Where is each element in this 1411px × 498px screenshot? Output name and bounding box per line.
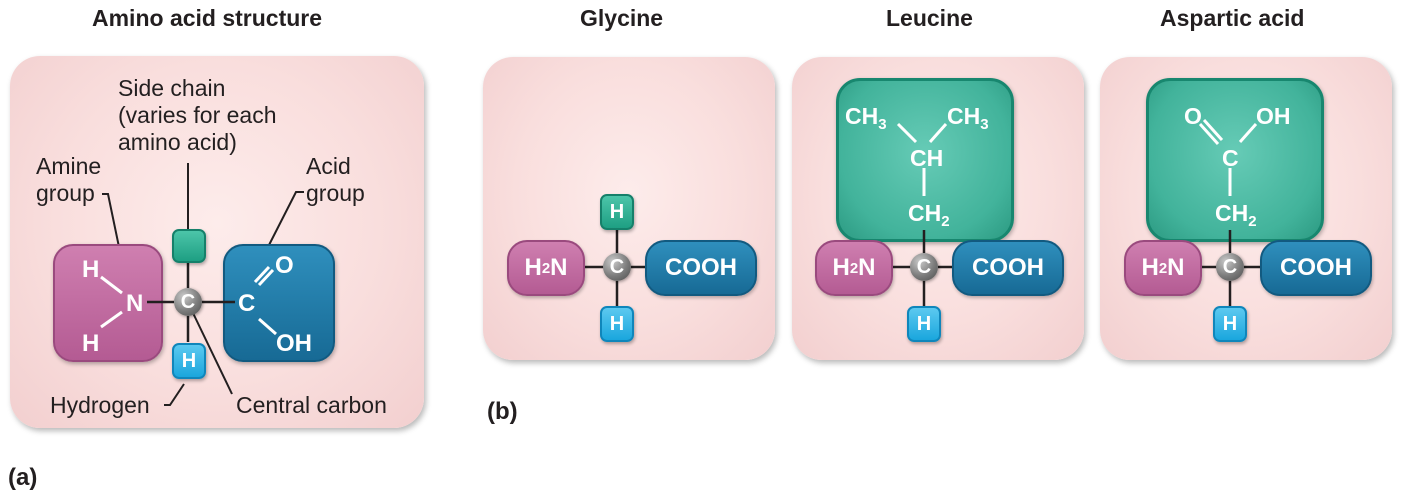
leucine-carboxyl: COOH [952,240,1064,296]
leucine-central-carbon: C [910,253,938,281]
title-amino-acid-structure: Amino acid structure [92,5,323,31]
label-side-chain: Side chain (varies for each amino acid) [118,75,277,155]
panel-b-label: (b) [487,398,518,425]
title-leucine: Leucine [886,5,973,31]
glycine-central-carbon: C [603,253,631,281]
aspartic-carbon: C [1222,145,1239,171]
acid-hydroxyl: OH [276,330,312,357]
aspartic-hydroxyl: OH [1256,103,1291,129]
leucine-ch: CH [910,145,944,171]
glycine-carboxyl: COOH [645,240,757,296]
panel-amino-acid-structure [10,56,424,428]
aspartic-side-chain-box [1146,78,1324,242]
leucine-ch2: CH2 [908,200,950,230]
aspartic-hydrogen: H [1213,306,1247,342]
leucine-side-chain-box [836,78,1014,242]
leucine-ch3-right: CH3 [947,103,989,133]
acid-carbon: C [238,290,256,317]
leucine-hydrogen: H [907,306,941,342]
aspartic-central-carbon: C [1216,253,1244,281]
label-acid-group: Acid group [306,153,365,206]
panel-a-label: (a) [8,464,38,491]
label-hydrogen: Hydrogen [50,392,150,418]
aspartic-ch2: CH2 [1215,200,1257,230]
central-carbon: C [174,288,202,316]
side-chain-box [172,229,206,263]
aspartic-oxygen: O [1184,103,1202,129]
glycine-side-chain-h: H [600,194,634,230]
label-central-carbon: Central carbon [236,392,387,418]
acid-oxygen: O [275,252,294,279]
amine-h-top: H [82,256,100,283]
label-amine-group: Amine group [36,153,102,206]
amine-nitrogen: N [126,290,144,317]
leucine-ch3-left: CH3 [845,103,887,133]
glycine-hydrogen: H [600,306,634,342]
amine-h-bottom: H [82,330,100,357]
title-aspartic-acid: Aspartic acid [1160,5,1305,31]
hydrogen-atom: H [172,343,206,379]
aspartic-carboxyl: COOH [1260,240,1372,296]
title-glycine: Glycine [580,5,664,31]
